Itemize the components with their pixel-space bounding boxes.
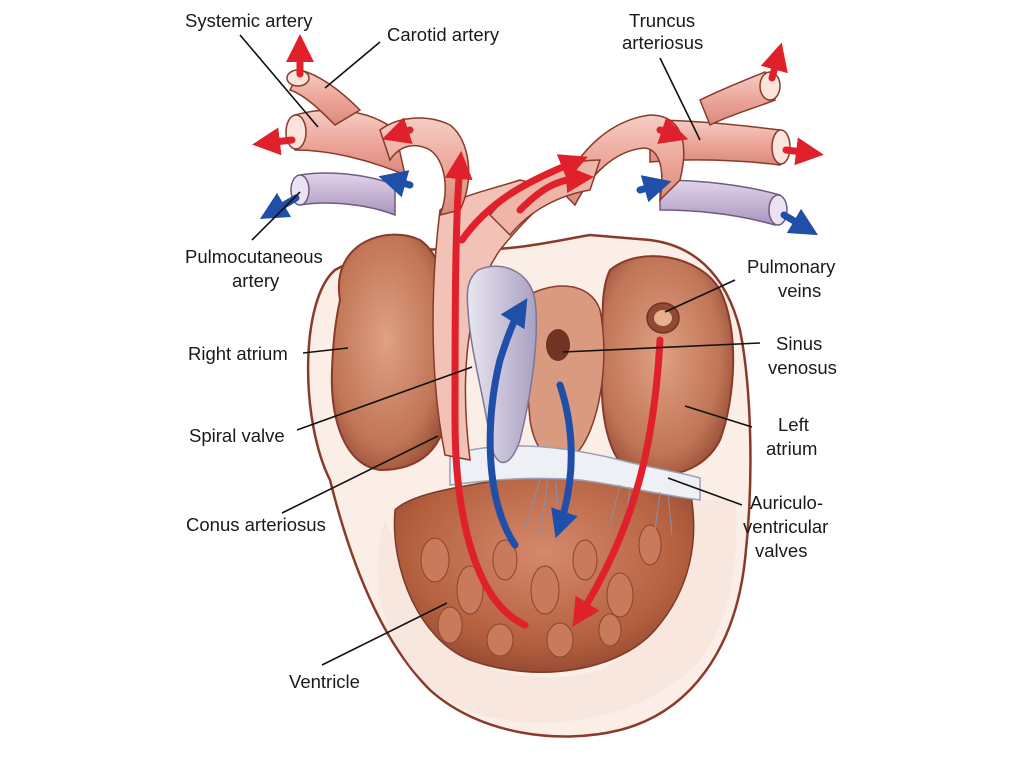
- flow-arrow-red: [444, 151, 529, 629]
- label-sinus-line1: Sinus: [776, 333, 822, 354]
- label-pulmocutaneous-line1: Pulmocutaneous: [185, 246, 323, 267]
- flow-arrow-red: [656, 117, 689, 144]
- label-av-valves-line3: valves: [755, 540, 807, 561]
- oxygenated-flow-arrows: [252, 34, 824, 629]
- label-left-atrium-line2: atrium: [766, 438, 817, 459]
- label-pulmocutaneous-line2: artery: [232, 270, 280, 291]
- label-pulmonary-line2: veins: [778, 280, 821, 301]
- left-atrium: [600, 255, 735, 478]
- sinus-venosus: [519, 285, 605, 462]
- labels: Systemic artery Carotid artery Truncus a…: [185, 10, 837, 692]
- flow-arrow-blue: [636, 175, 672, 203]
- label-ventricle: Ventricle: [289, 671, 360, 692]
- flow-arrow-red: [760, 42, 788, 82]
- label-conus-arteriosus: Conus arteriosus: [186, 514, 326, 535]
- flow-arrow-red: [572, 336, 664, 627]
- ventricle: [393, 472, 695, 673]
- label-carotid-artery: Carotid artery: [387, 24, 500, 45]
- label-left-atrium-line1: Left: [778, 414, 809, 435]
- flow-arrow-blue: [780, 208, 819, 236]
- leader-lines: [239, 34, 761, 666]
- flow-arrow-red: [782, 137, 824, 166]
- right-arches: [488, 71, 791, 237]
- flow-arrow-blue: [486, 298, 528, 549]
- label-pulmonary-line1: Pulmonary: [747, 256, 836, 277]
- label-av-valves-line2: ventricular: [743, 516, 828, 537]
- flow-arrow-red: [252, 127, 296, 156]
- label-truncus-line2: arteriosus: [622, 32, 703, 53]
- flow-arrow-red: [381, 117, 414, 144]
- label-truncus-line1: Truncus: [629, 10, 695, 31]
- label-right-atrium: Right atrium: [188, 343, 288, 364]
- left-arches: [285, 69, 470, 217]
- flow-arrow-blue: [551, 381, 578, 539]
- label-systemic-artery: Systemic artery: [185, 10, 313, 31]
- flow-arrow-red: [458, 154, 588, 244]
- flow-arrow-red: [516, 165, 594, 214]
- label-av-valves-line1: Auriculo-: [750, 492, 823, 513]
- label-sinus-line2: venosus: [768, 357, 837, 378]
- flow-arrow-blue: [378, 170, 414, 198]
- label-spiral-valve: Spiral valve: [189, 425, 285, 446]
